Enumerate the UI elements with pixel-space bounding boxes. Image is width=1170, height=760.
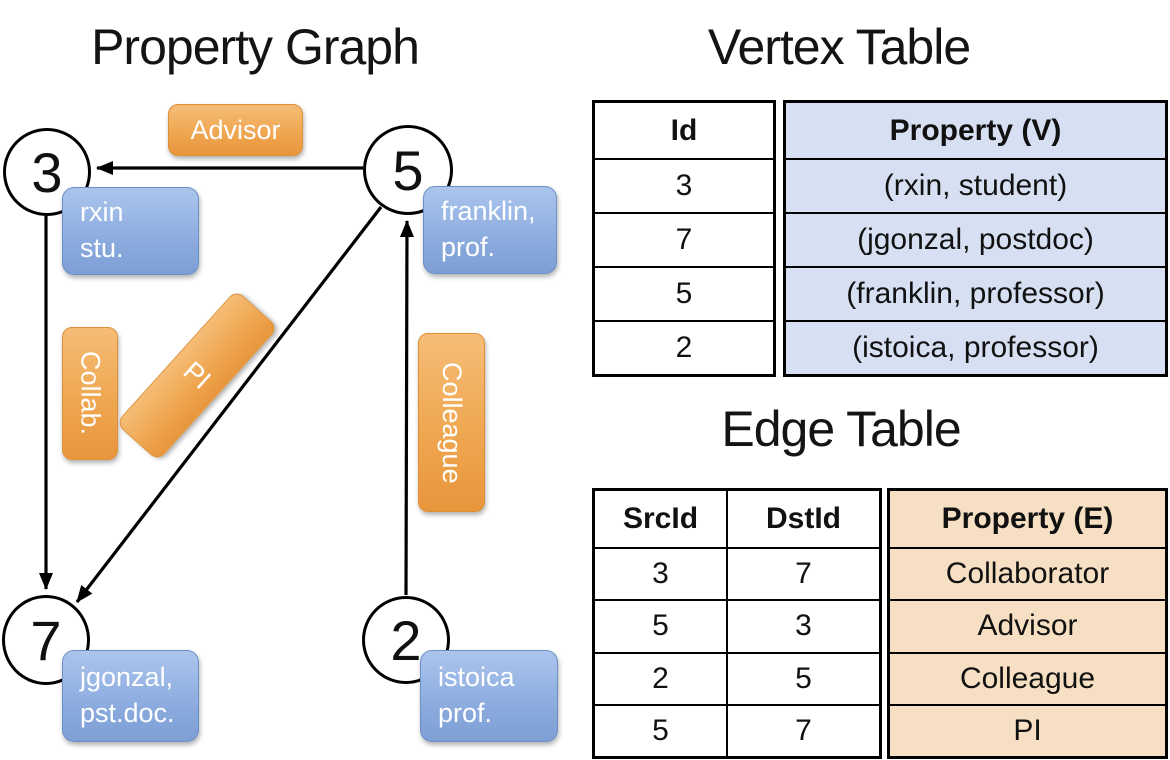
node-property-label-rxin: rxin stu. [62,187,199,275]
node-id-label: 3 [31,140,63,204]
table-cell: (jgonzal, postdoc) [786,212,1165,266]
vertex-table-property-column: Property (V) (rxin, student) (jgonzal, p… [783,100,1168,377]
edge-table-header-dstid: DstId [726,491,879,547]
vertex-table-id-column: Id 3 7 5 2 [592,100,776,377]
table-cell: (rxin, student) [786,158,1165,212]
graph-node-5: 5 [363,125,453,215]
node-property-line: franklin, [441,196,536,227]
table-cell: 7 [726,703,879,756]
table-cell: 3 [595,158,773,212]
edge-label-colleague: Colleague [418,333,485,512]
table-cell: 2 [595,651,726,704]
table-cell: 3 [595,547,726,599]
edge-table-id-columns: SrcId DstId 3 7 5 3 2 5 5 7 [592,488,882,759]
node-property-label-franklin: franklin, prof. [423,186,557,274]
node-id-label: 5 [392,138,424,202]
graph-node-3: 3 [3,128,91,216]
node-property-line: jgonzal, [80,662,174,693]
vertex-table-header-id: Id [670,113,698,147]
node-property-line: pst.doc. [80,698,175,728]
table-cell: Advisor [890,599,1165,652]
node-property-label-jgonzal: jgonzal, pst.doc. [62,650,199,742]
table-cell: Collaborator [890,547,1165,600]
edge-label-pi-text: PI [177,355,217,395]
table-cell: 7 [726,547,879,600]
node-property-label-istoica: istoica prof. [420,650,558,742]
vertex-table-header-property: Property (V) [786,103,1165,158]
edge-table-header-property: Property (E) [890,491,1165,547]
table-cell: Colleague [890,651,1165,704]
node-property-line: istoica [438,662,515,693]
node-property-line: prof. [438,698,493,728]
table-cell: PI [890,703,1165,756]
table-cell: 3 [726,599,879,652]
table-cell: (istoica, professor) [786,320,1165,374]
table-cell: (franklin, professor) [786,266,1165,320]
edge-label-collab: Collab. [62,327,118,460]
edge-table-title: Edge Table [721,401,961,457]
node-id-label: 2 [390,608,422,672]
table-cell: 5 [595,703,726,756]
edge-label-advisor: Advisor [168,104,303,156]
vertex-table-title: Vertex Table [707,19,971,75]
node-property-line: rxin [80,197,124,228]
table-cell: 2 [595,320,773,374]
table-cell: 7 [595,212,773,266]
edge-label-pi: PI [115,289,279,462]
edge-table-property-column: Property (E) Collaborator Advisor Collea… [887,488,1168,759]
node-id-label: 7 [30,608,62,672]
table-cell: 5 [595,266,773,320]
table-cell: 5 [726,651,879,704]
edge-label-pi-wrapper: PI [115,289,279,462]
edge-line-colleague-2-to-5 [399,220,414,596]
table-cell: 5 [595,599,726,651]
property-graph-title: Property Graph [91,19,420,75]
node-property-line: stu. [80,233,124,263]
node-property-line: prof. [441,232,496,262]
edge-table-header-srcid: SrcId [622,502,699,535]
